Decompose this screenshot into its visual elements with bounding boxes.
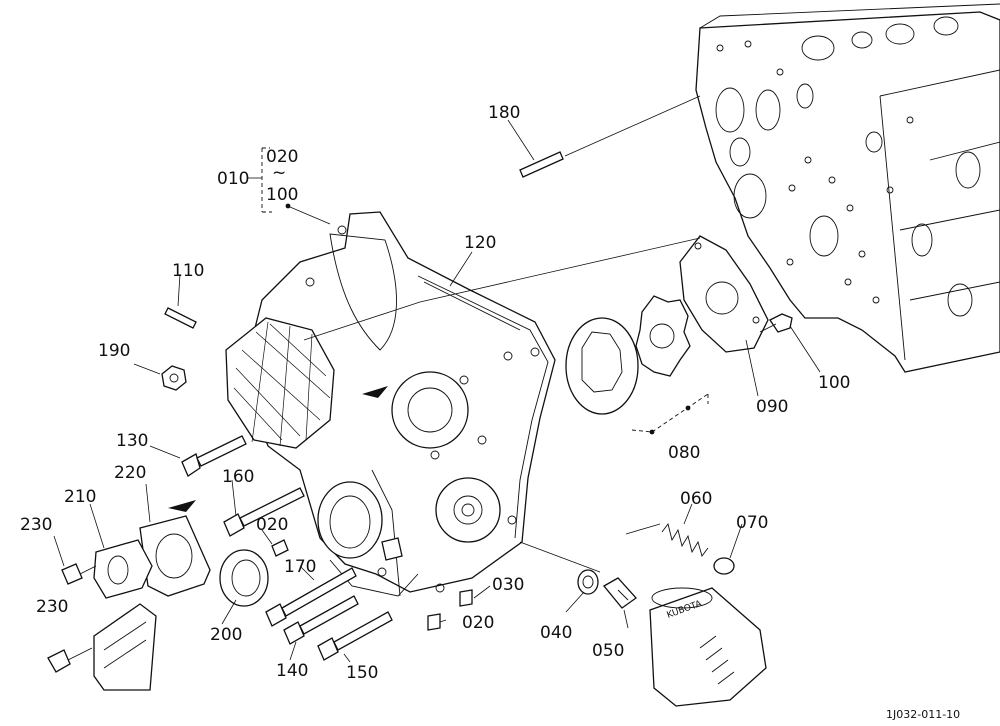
- label-230-upper: 230: [20, 515, 52, 535]
- label-080: 080: [668, 443, 700, 463]
- label-120: 120: [464, 233, 496, 253]
- oil-pump-inner-rotor: [635, 295, 691, 377]
- label-230-lower: 230: [36, 597, 68, 617]
- label-range-tilde: ~: [272, 163, 286, 183]
- leader-dots: [285, 203, 691, 435]
- bracket-plate: [93, 603, 157, 691]
- leader-lines: [53, 119, 821, 663]
- label-130: 130: [116, 431, 148, 451]
- label-020-left: 020: [256, 515, 288, 535]
- bolt-230-lower: [47, 647, 93, 673]
- bolt-160: [223, 487, 305, 537]
- stud-110: [164, 307, 197, 329]
- relief-valve-body-050: [603, 577, 637, 609]
- reference-code: 1J032-011-10: [886, 708, 960, 721]
- gear-case: [249, 211, 556, 597]
- label-100: 100: [818, 373, 850, 393]
- arrow-marker-case: [362, 386, 388, 398]
- oil-pump-outer-rotor: [565, 317, 639, 415]
- label-060: 060: [680, 489, 712, 509]
- label-200: 200: [210, 625, 242, 645]
- bolt-150: [317, 611, 393, 661]
- group-bracket-080: [631, 393, 709, 433]
- label-180: 180: [488, 103, 520, 123]
- label-090: 090: [756, 397, 788, 417]
- stud-180: [519, 95, 701, 178]
- spring-060: [661, 522, 709, 557]
- label-040: 040: [540, 623, 572, 643]
- oil-pump-cover: [679, 235, 769, 353]
- nut-190: [161, 365, 187, 391]
- label-220: 220: [114, 463, 146, 483]
- label-170: 170: [284, 557, 316, 577]
- plug-030: [459, 589, 473, 607]
- arrow-marker: [168, 500, 196, 512]
- callout-labels: 010 020 ~ 100 180 120 110 190 130 220 21…: [20, 103, 960, 721]
- label-110: 110: [172, 261, 204, 281]
- washer-040: [577, 569, 599, 595]
- bolt-100: [759, 313, 793, 333]
- bolt-130: [181, 435, 247, 477]
- label-070: 070: [736, 513, 768, 533]
- label-210: 210: [64, 487, 96, 507]
- oil-seal-200: [219, 549, 269, 607]
- label-030: 030: [492, 575, 524, 595]
- bolt-230-upper: [61, 563, 97, 585]
- plug-020-left: [271, 539, 289, 557]
- label-020-range-start: 020: [266, 147, 298, 167]
- gasket-220: [139, 515, 211, 597]
- valve-ball-070: [713, 557, 735, 575]
- label-020-bottom: 020: [462, 613, 494, 633]
- bolt-170: [265, 567, 357, 627]
- label-160: 160: [222, 467, 254, 487]
- flange-210: [93, 539, 153, 599]
- label-100-range-end: 100: [266, 185, 298, 205]
- label-050: 050: [592, 641, 624, 661]
- ribbed-cover: [225, 317, 335, 449]
- label-190: 190: [98, 341, 130, 361]
- engine-block: [695, 3, 1000, 373]
- label-150: 150: [346, 663, 378, 683]
- plug-020-bottom: [427, 613, 441, 631]
- label-010: 010: [217, 169, 249, 189]
- oil-filter: KUBOTA: [649, 587, 767, 707]
- bolt-140: [283, 595, 359, 645]
- label-140: 140: [276, 661, 308, 681]
